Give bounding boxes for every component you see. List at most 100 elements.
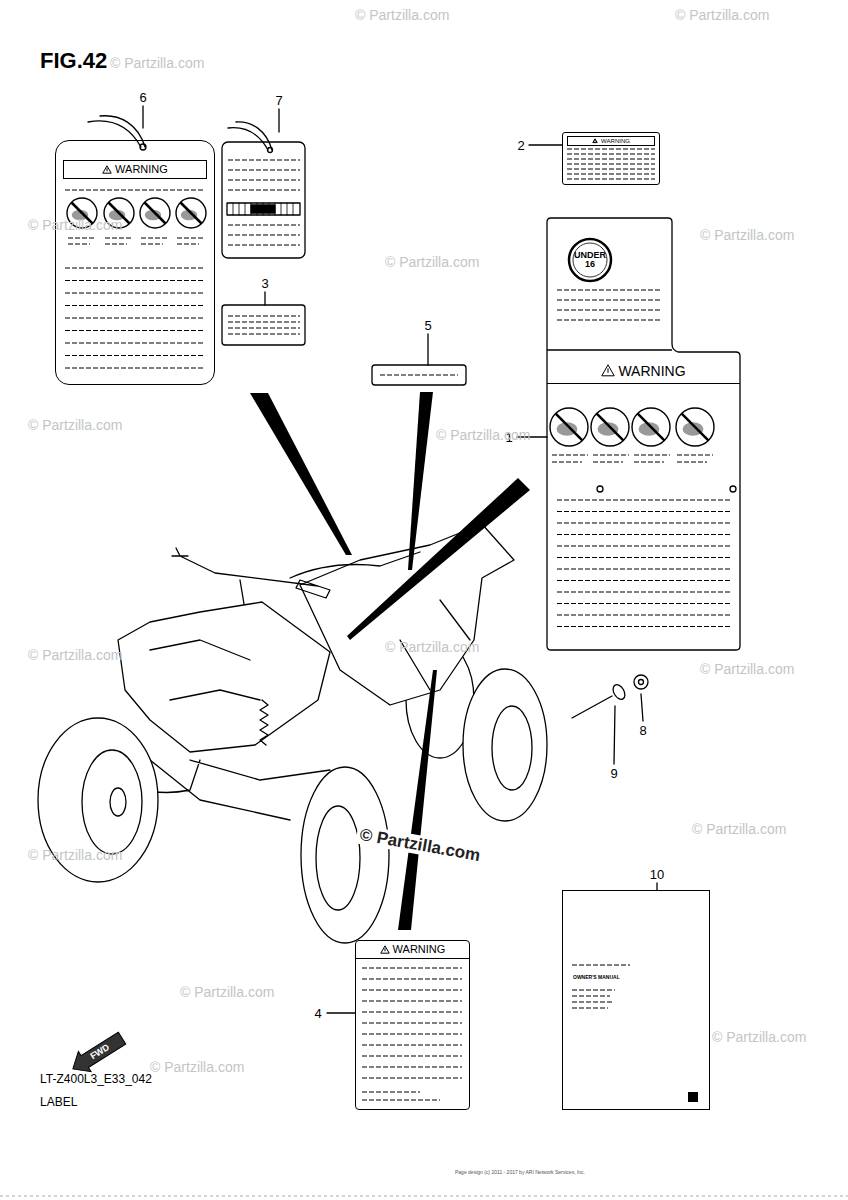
watermark: © Partzilla.com bbox=[28, 848, 122, 862]
warning-tag: WARNING bbox=[55, 140, 215, 385]
prohibition-icon bbox=[591, 408, 629, 446]
text-placeholder-line bbox=[228, 224, 300, 225]
tag-cord bbox=[88, 116, 145, 147]
text-placeholder-line bbox=[552, 461, 582, 462]
manual-logo bbox=[688, 1092, 698, 1102]
text-placeholder-line bbox=[362, 978, 462, 979]
atv-fender bbox=[150, 640, 260, 700]
warning-triangle bbox=[592, 138, 598, 143]
text-placeholder-line bbox=[65, 189, 205, 190]
text-placeholder-line bbox=[362, 1077, 462, 1078]
watermark: © Partzilla.com bbox=[150, 1060, 244, 1074]
text-placeholder-line bbox=[105, 237, 133, 238]
text-placeholder-line bbox=[593, 461, 623, 462]
text-placeholder-line bbox=[557, 545, 730, 546]
label-grid bbox=[233, 203, 293, 215]
text-placeholder-line bbox=[557, 580, 730, 581]
label-sticker bbox=[222, 305, 305, 345]
label-sticker bbox=[372, 365, 466, 385]
text-placeholder-line bbox=[105, 243, 127, 244]
tag-cord bbox=[228, 122, 272, 150]
warning-header: WARNING bbox=[547, 358, 740, 384]
manual-title: OWNER'S MANUAL bbox=[573, 975, 620, 980]
watermark: © Partzilla.com bbox=[675, 8, 769, 22]
callout-number: 7 bbox=[275, 94, 282, 107]
text-placeholder-line bbox=[362, 989, 462, 990]
text-placeholder-line bbox=[65, 267, 205, 268]
warning-header: WARNING bbox=[63, 160, 207, 179]
callout-number: 3 bbox=[261, 277, 268, 290]
watermark: © Partzilla.com bbox=[110, 56, 204, 70]
prohibition-icon bbox=[176, 198, 206, 228]
text-placeholder-line bbox=[567, 173, 655, 174]
text-placeholder-line bbox=[65, 367, 205, 368]
text-placeholder-line bbox=[572, 989, 615, 990]
callout-number: 8 bbox=[639, 724, 646, 737]
warning-text: WARNING bbox=[115, 164, 168, 175]
diagram-name: LABEL bbox=[40, 1096, 77, 1108]
watermark: © Partzilla.com bbox=[385, 640, 479, 654]
text-placeholder-line bbox=[567, 163, 655, 164]
watermark: © Partzilla.com bbox=[385, 255, 479, 269]
text-placeholder-line bbox=[557, 557, 730, 558]
text-placeholder-line bbox=[567, 158, 655, 159]
warning-label: UNDER 16WARNING bbox=[547, 218, 740, 650]
washer bbox=[634, 675, 648, 689]
text-placeholder-line bbox=[557, 522, 730, 523]
label-outline bbox=[547, 218, 740, 650]
atv-rim bbox=[316, 806, 360, 910]
pointer-wedge bbox=[347, 478, 530, 640]
text-placeholder-line bbox=[677, 461, 707, 462]
text-placeholder-line bbox=[228, 234, 300, 235]
text-placeholder-line bbox=[572, 964, 630, 965]
text-placeholder-line bbox=[362, 1011, 462, 1012]
text-placeholder-line bbox=[65, 317, 205, 318]
text-placeholder-line bbox=[228, 189, 300, 190]
text-placeholder-line bbox=[557, 591, 730, 592]
label-hole bbox=[730, 486, 736, 492]
rivet bbox=[611, 683, 628, 702]
text-placeholder-line bbox=[362, 1044, 462, 1045]
text-placeholder-line bbox=[572, 995, 610, 996]
rivet bbox=[572, 696, 612, 718]
atv-rim bbox=[82, 750, 142, 854]
text-placeholder-line bbox=[177, 237, 205, 238]
text-placeholder-line bbox=[65, 292, 205, 293]
pointer-wedge bbox=[398, 670, 437, 930]
watermark: © Partzilla.com bbox=[28, 218, 122, 232]
prohibition-icon bbox=[140, 198, 170, 228]
leader-line bbox=[143, 106, 657, 1013]
text-placeholder-line bbox=[228, 315, 300, 316]
text-placeholder-line bbox=[552, 454, 588, 455]
owners-manual: OWNER'S MANUAL bbox=[562, 890, 710, 1110]
text-placeholder-line bbox=[572, 1007, 608, 1008]
page-border bbox=[0, 1196, 848, 1197]
text-placeholder-line bbox=[65, 330, 205, 331]
figure-title: FIG.42 bbox=[40, 50, 107, 72]
prohibition-icon bbox=[676, 408, 714, 446]
text-placeholder-line bbox=[65, 305, 205, 306]
watermark: © Partzilla.com bbox=[355, 825, 484, 866]
tag-label bbox=[222, 142, 305, 258]
watermark: © Partzilla.com bbox=[28, 648, 122, 662]
text-placeholder-line bbox=[557, 626, 730, 627]
text-placeholder-line bbox=[557, 603, 730, 604]
pointer-wedge bbox=[250, 393, 352, 555]
text-placeholder-line bbox=[557, 534, 730, 535]
atv-tire bbox=[463, 669, 547, 821]
watermark: © Partzilla.com bbox=[436, 428, 530, 442]
text-placeholder-line bbox=[65, 280, 205, 281]
text-placeholder-line bbox=[567, 148, 655, 149]
warning-triangle bbox=[601, 364, 615, 377]
washer bbox=[639, 680, 644, 685]
text-placeholder-line bbox=[557, 299, 662, 300]
callout-number: 9 bbox=[610, 767, 617, 780]
text-placeholder-line bbox=[362, 1033, 462, 1034]
label-grid bbox=[227, 203, 300, 215]
text-placeholder-line bbox=[141, 243, 163, 244]
direction-arrow bbox=[67, 1028, 129, 1079]
text-placeholder-line bbox=[65, 355, 205, 356]
callout-number: 5 bbox=[424, 319, 431, 332]
text-placeholder-line bbox=[634, 454, 670, 455]
text-placeholder-line bbox=[557, 289, 662, 290]
